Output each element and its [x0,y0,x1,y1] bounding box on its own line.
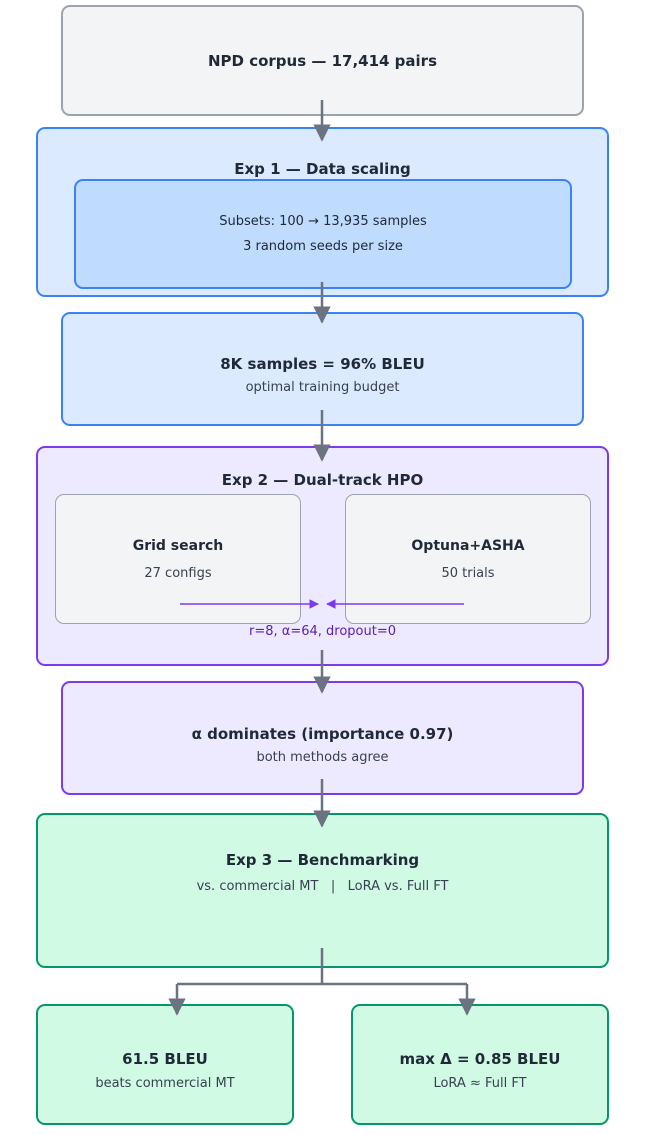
exp1-title: Exp 1 — Data scaling [234,160,411,178]
outcome-left-sub: beats commercial MT [95,1076,235,1091]
optuna-title: Optuna+ASHA [411,538,525,554]
exp1-line2: 3 random seeds per size [243,239,403,254]
outcome-right-sub: LoRA ≈ Full FT [433,1076,527,1091]
corpus-node: NPD corpus — 17,414 pairs [61,5,584,116]
exp2-title: Exp 2 — Dual-track HPO [221,471,424,489]
exp3-node: Exp 3 — Benchmarking vs. commercial MT |… [36,813,609,968]
result1-title: 8K samples = 96% BLEU [220,355,425,373]
outcome-right-node: max Δ = 0.85 BLEU LoRA ≈ Full FT [351,1004,609,1125]
grid-search-node: Grid search 27 configs [55,494,301,624]
grid-search-sub: 27 configs [144,566,212,581]
result2-node: α dominates (importance 0.97) both metho… [61,681,584,795]
exp1-node: Exp 1 — Data scaling Subsets: 100 → 13,9… [36,127,609,297]
result2-sub: both methods agree [256,750,389,765]
outcome-left-node: 61.5 BLEU beats commercial MT [36,1004,294,1125]
corpus-title: NPD corpus — 17,414 pairs [207,52,438,70]
optuna-sub: 50 trials [441,566,495,581]
exp3-sub: vs. commercial MT | LoRA vs. Full FT [196,879,449,894]
result1-node: 8K samples = 96% BLEU optimal training b… [61,312,584,426]
converge-label: r=8, α=64, dropout=0 [248,624,396,639]
exp1-line1: Subsets: 100 → 13,935 samples [219,214,427,229]
grid-search-title: Grid search [132,538,224,554]
result1-sub: optimal training budget [245,380,400,395]
exp3-title: Exp 3 — Benchmarking [225,851,420,869]
optuna-node: Optuna+ASHA 50 trials [345,494,591,624]
outcome-left-title: 61.5 BLEU [122,1050,208,1068]
exp2-node: Exp 2 — Dual-track HPO Grid search 27 co… [36,446,609,666]
exp1-detail-node: Subsets: 100 → 13,935 samples 3 random s… [74,179,572,289]
result2-title: α dominates (importance 0.97) [191,725,454,743]
outcome-right-title: max Δ = 0.85 BLEU [399,1050,561,1068]
